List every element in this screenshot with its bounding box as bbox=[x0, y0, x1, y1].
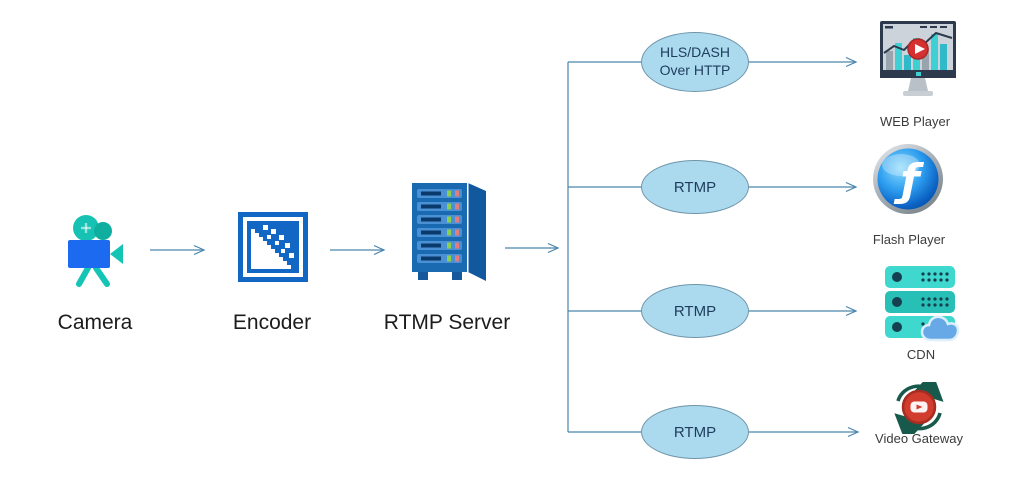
video-gateway-label: Video Gateway bbox=[875, 431, 963, 446]
protocol-label: RTMP bbox=[673, 178, 717, 196]
rtmp-server-icon bbox=[412, 183, 486, 281]
flash-player-label: Flash Player bbox=[872, 232, 946, 247]
protocol-label: RTMP bbox=[673, 423, 717, 441]
protocol-label: RTMP bbox=[673, 302, 717, 320]
web-player-label: WEB Player bbox=[879, 114, 951, 129]
cdn-icon bbox=[885, 266, 960, 342]
rtmp-server-label: RTMP Server bbox=[383, 311, 511, 334]
protocol-ellipse-rtmp-3: RTMP bbox=[641, 405, 749, 459]
camera-label: Camera bbox=[57, 311, 133, 334]
camera-icon bbox=[68, 215, 123, 287]
web-player-icon bbox=[880, 21, 956, 96]
cdn-label: CDN bbox=[906, 347, 936, 362]
encoder-icon bbox=[238, 212, 308, 282]
protocol-ellipse-rtmp-2: RTMP bbox=[641, 284, 749, 338]
encoder-label: Encoder bbox=[232, 311, 312, 334]
protocol-ellipse-rtmp-1: RTMP bbox=[641, 160, 749, 214]
cloud-icon bbox=[920, 315, 960, 342]
video-gateway-icon bbox=[894, 382, 944, 434]
protocol-ellipse-hls-dash: HLS/DASH Over HTTP bbox=[641, 32, 749, 92]
protocol-label-line1: HLS/DASH bbox=[659, 44, 731, 61]
flash-player-icon: ƒ bbox=[873, 144, 943, 214]
protocol-label-line2: Over HTTP bbox=[659, 62, 731, 78]
